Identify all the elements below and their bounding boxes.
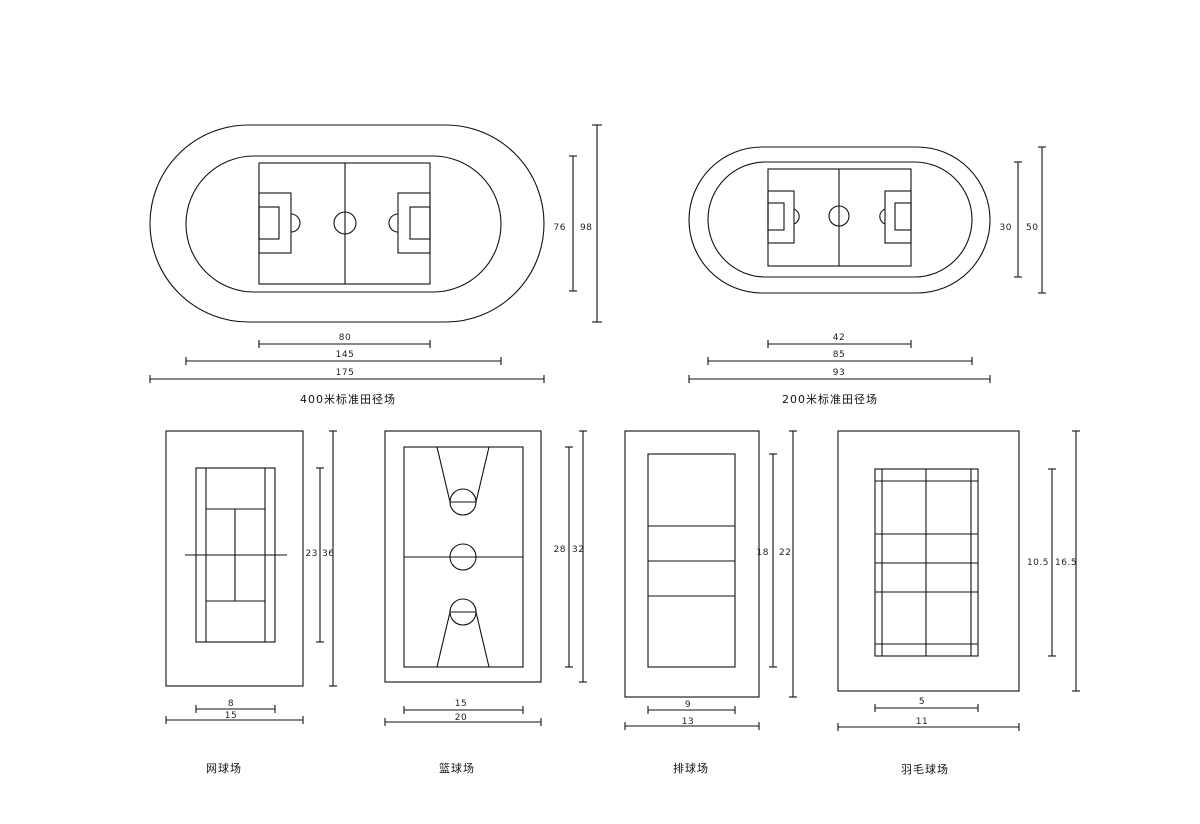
dimension-lines-badminton bbox=[837, 430, 1080, 731]
volleyball-caption: 排球场 bbox=[673, 761, 709, 775]
basketball-dim-w-outer: 20 bbox=[455, 713, 467, 723]
track400-caption: 400米标准田径场 bbox=[300, 392, 396, 406]
track200-caption: 200米标准田径场 bbox=[782, 392, 878, 406]
badminton-caption: 羽毛球场 bbox=[901, 762, 949, 776]
basketball-free-throw-circle-bottom bbox=[449, 598, 477, 626]
tennis-court: 23 36 8 15 网球场 bbox=[165, 430, 337, 775]
centre-circle bbox=[828, 205, 850, 227]
track200-dim-h-inner: 30 bbox=[1000, 223, 1012, 233]
track-200m-outer-oval bbox=[688, 146, 991, 294]
dimension-lines-tennis bbox=[165, 430, 337, 724]
football-pitch-400m bbox=[258, 162, 431, 285]
basketball-dim-w-inner: 15 bbox=[455, 699, 467, 709]
basketball-key-bottom bbox=[436, 611, 490, 668]
dimension-lines-basketball bbox=[384, 430, 587, 726]
track400-dim-w-inner: 145 bbox=[336, 350, 355, 360]
football-pitch-200m bbox=[767, 168, 912, 267]
penalty-arc-right bbox=[388, 213, 399, 233]
basketball-court: 28 32 15 20 篮球场 bbox=[384, 430, 587, 775]
penalty-area-right bbox=[884, 190, 912, 244]
dimension-lines-volleyball bbox=[624, 430, 797, 730]
basketball-dim-h-inner: 28 bbox=[554, 545, 566, 555]
volleyball-dim-w-inner: 9 bbox=[685, 700, 691, 710]
penalty-area-left bbox=[258, 192, 292, 254]
volleyball-court: 18 22 9 13 排球场 bbox=[624, 430, 797, 775]
penalty-arc-left bbox=[793, 208, 800, 225]
badminton-outer-boundary bbox=[837, 430, 1020, 692]
track400-dim-w-field: 80 bbox=[339, 333, 351, 343]
volleyball-dim-h-inner: 18 bbox=[757, 548, 769, 558]
volleyball-outer-boundary bbox=[624, 430, 760, 698]
badminton-dim-h-inner: 10.5 bbox=[1027, 558, 1049, 568]
basketball-caption: 篮球场 bbox=[439, 761, 475, 775]
goal-area-left bbox=[767, 202, 785, 231]
penalty-arc-left bbox=[290, 213, 301, 233]
track-400m-outer-oval bbox=[149, 124, 545, 323]
badminton-dim-w-inner: 5 bbox=[919, 697, 925, 707]
basketball-free-throw-circle-top bbox=[449, 488, 477, 516]
track200-dim-w-outer: 93 bbox=[833, 368, 845, 378]
badminton-court: 10.5 16.5 5 11 羽毛球场 bbox=[837, 430, 1080, 776]
volleyball-dim-h-outer: 22 bbox=[779, 548, 791, 558]
dimension-lines-400m bbox=[149, 124, 602, 383]
track200-dim-h-outer: 50 bbox=[1026, 223, 1038, 233]
goal-area-right bbox=[409, 206, 431, 240]
volleyball-dim-w-outer: 13 bbox=[682, 717, 694, 727]
track200-dim-w-inner: 85 bbox=[833, 350, 845, 360]
badminton-dim-h-outer: 16.5 bbox=[1055, 558, 1077, 568]
basketball-key-top bbox=[436, 446, 490, 503]
tennis-outer-boundary bbox=[165, 430, 304, 687]
tennis-dim-h-inner: 23 bbox=[306, 549, 318, 559]
tennis-dim-h-outer: 36 bbox=[322, 549, 334, 559]
track200-dim-w-field: 42 bbox=[833, 333, 845, 343]
goal-area-left bbox=[258, 206, 280, 240]
track400-dim-h-inner: 76 bbox=[554, 223, 566, 233]
track400-dim-h-outer: 98 bbox=[580, 223, 592, 233]
goal-area-right bbox=[894, 202, 912, 231]
basketball-dim-h-outer: 32 bbox=[572, 545, 584, 555]
track-400m-inner-oval bbox=[185, 155, 502, 293]
penalty-area-right bbox=[397, 192, 431, 254]
centre-circle bbox=[333, 211, 357, 235]
dimension-lines-200m bbox=[688, 146, 1046, 383]
track-400m: 76 98 80 145 175 400米标准田径场 bbox=[149, 124, 602, 406]
basketball-centre-circle bbox=[449, 543, 477, 571]
tennis-caption: 网球场 bbox=[206, 761, 242, 775]
basketball-outer-boundary bbox=[384, 430, 542, 683]
track400-dim-w-outer: 175 bbox=[336, 368, 355, 378]
tennis-dim-w-outer: 15 bbox=[225, 711, 237, 721]
tennis-dim-w-inner: 8 bbox=[228, 699, 234, 709]
penalty-arc-right bbox=[879, 208, 886, 225]
track-200m: 30 50 42 85 93 200米标准田径场 bbox=[688, 146, 1046, 406]
penalty-area-left bbox=[767, 190, 795, 244]
badminton-dim-w-outer: 11 bbox=[916, 717, 928, 727]
track-200m-inner-oval bbox=[707, 161, 973, 278]
